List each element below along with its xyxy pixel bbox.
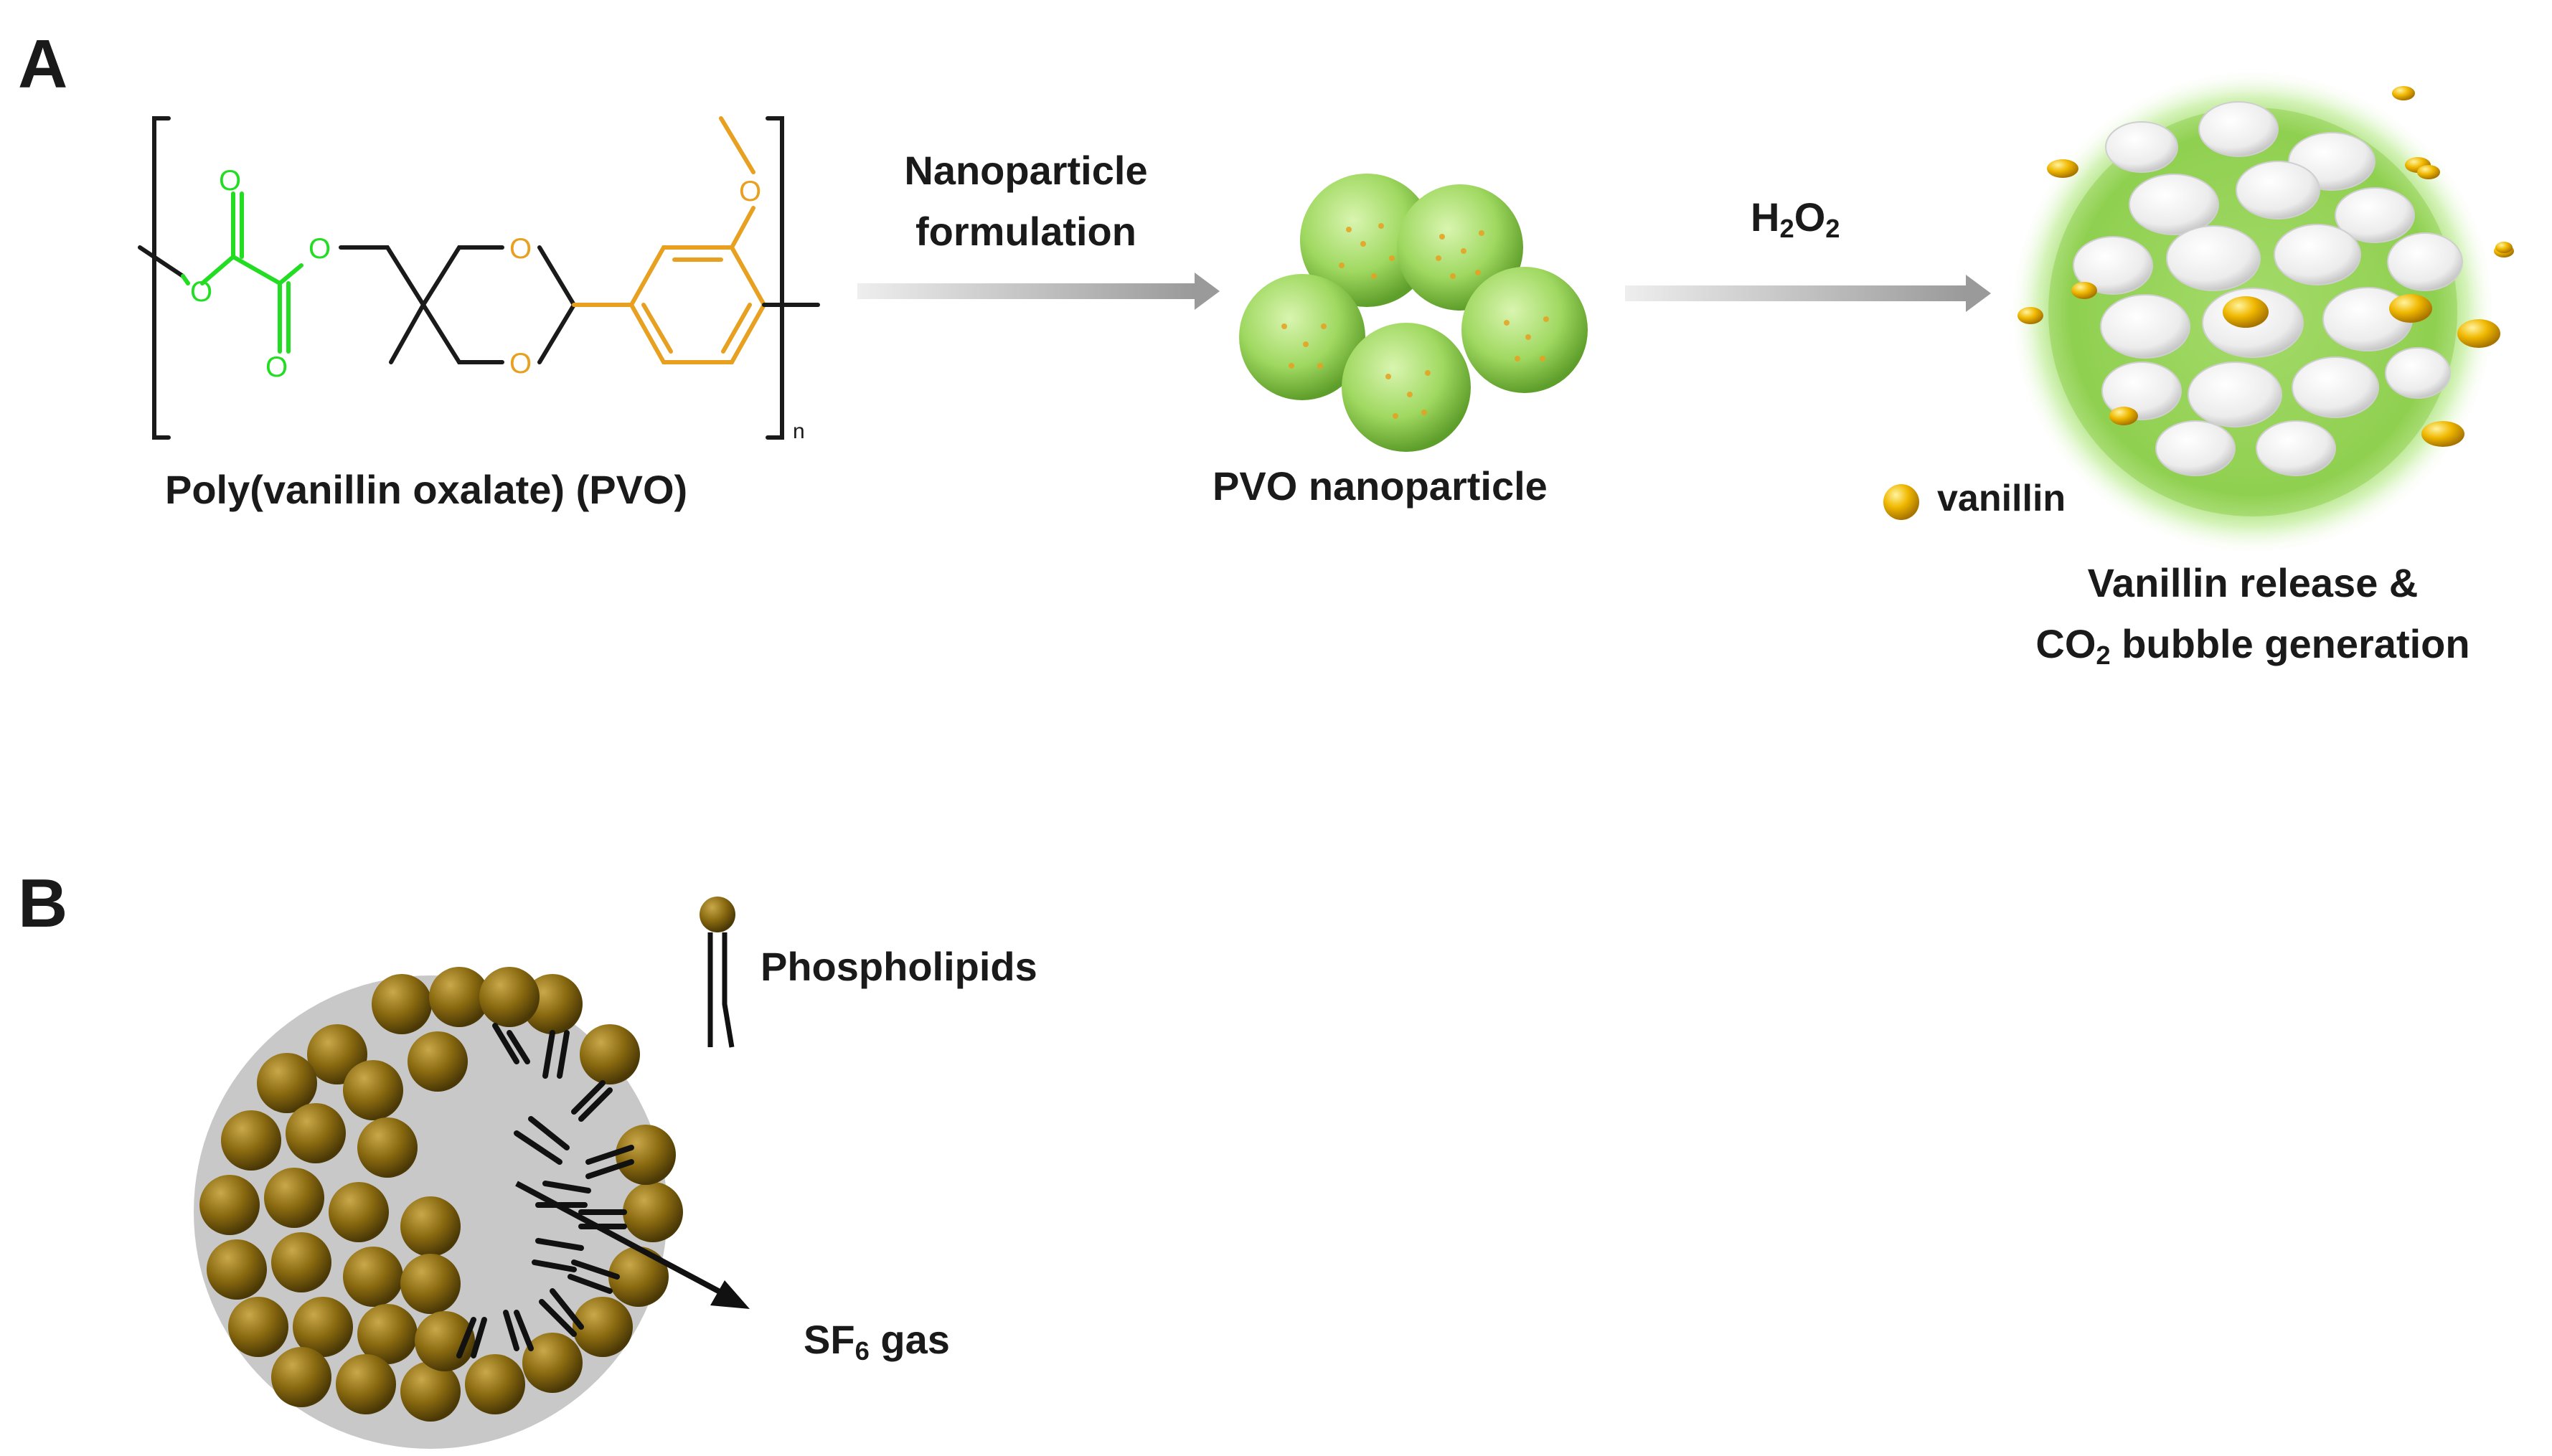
structure-name: Poly(vanillin oxalate) (PVO) [165,467,688,512]
nanoparticle [1461,267,1588,393]
lipid-tails [456,1023,634,1358]
pvo-structure [138,116,820,440]
atom-o: O [219,165,242,197]
atom-o: O [265,351,288,383]
arrow-formulation [857,273,1220,310]
left-bracket [152,116,171,440]
release-particle [1883,68,2514,556]
co2-bubbles [2073,101,2463,476]
atom-o: O [190,276,213,308]
arrow-oxidation [1625,275,1991,312]
gas-label: SF6 gas [804,1317,950,1366]
vanillin-molecules [2017,86,2514,447]
panel-label-b: B [18,865,68,942]
arrow1-line2: formulation [915,209,1136,254]
release-line1: Vanillin release & [2087,560,2419,605]
repeat-subscript: n [793,420,805,443]
reagent-label: H2O2 [1751,194,1840,244]
vanillin-unit [572,116,767,364]
nanoparticle-label: PVO nanoparticle [1213,463,1548,509]
atom-o: O [739,176,762,207]
right-bracket [766,116,784,440]
phospholipid-label: Phospholipids [761,944,1037,989]
oxalate-unit [181,192,303,354]
release-line2: CO2 bubble generation [2035,621,2470,671]
backbone [339,245,504,309]
arrow1-line1: Nanoparticle [904,148,1148,193]
lipid-heads [199,967,683,1422]
nanoparticle [1300,174,1433,307]
atom-o: O [309,233,331,265]
nanoparticle [1239,274,1365,400]
microbubble [194,967,750,1449]
nanoparticle [1342,323,1471,452]
atom-o: O [509,233,532,265]
vanillin-legend-label: vanillin [1937,478,2066,519]
phospholipid-icon [700,897,735,1048]
panel-label-a: A [18,26,68,103]
atom-o: O [509,348,532,379]
gas-arrow [515,1181,733,1301]
pvo-nanoparticles [1239,174,1588,452]
vanillin-legend-dot [1883,484,1919,520]
